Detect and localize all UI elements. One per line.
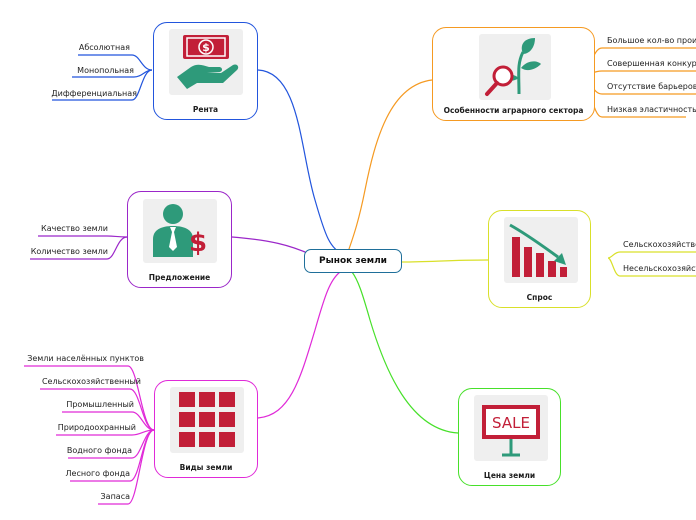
node-rent-title: Рента (192, 105, 219, 114)
supply-item-1[interactable]: Качество земли (41, 224, 108, 233)
agro-item-2[interactable]: Совершенная конкур (607, 59, 696, 68)
businessman-dollar-icon: $ (153, 204, 207, 258)
kinds-item-4[interactable]: Природоохранный (57, 423, 136, 432)
sale-sign-icon: SALE (482, 405, 540, 457)
branch-supply (231, 236, 313, 256)
node-demand-title: Спрос (526, 293, 553, 302)
agro-item-4[interactable]: Низкая эластичность (607, 105, 696, 114)
kinds-item-5[interactable]: Водного фонда (66, 446, 132, 455)
grid-icon (179, 392, 235, 447)
central-topic[interactable]: Рынок земли (304, 249, 402, 273)
node-kinds[interactable]: Виды земли (154, 380, 258, 478)
hand-money-icon: $ (177, 35, 239, 89)
branch-kinds (257, 271, 341, 419)
node-kinds-title: Виды земли (179, 463, 233, 472)
branch-rent (257, 69, 346, 256)
svg-text:$: $ (189, 228, 207, 258)
kinds-item-2[interactable]: Сельскохозяйственный (41, 377, 141, 386)
node-price-title: Цена земли (483, 471, 536, 480)
plant-magnifier-icon (485, 38, 541, 96)
node-price[interactable]: SALE Цена земли (458, 388, 561, 486)
rent-item-2[interactable]: Монопольная (77, 66, 134, 75)
demand-item-1[interactable]: Сельскохозяйстве (623, 240, 696, 249)
node-supply[interactable]: $ Предложение (127, 191, 232, 288)
sale-sign-text: SALE (492, 414, 530, 432)
node-agro[interactable]: Особенности аграрного сектора (432, 27, 595, 121)
kinds-item-7[interactable]: Запаса (100, 492, 130, 501)
kinds-item-6[interactable]: Лесного фонда (65, 469, 131, 478)
branch-price (351, 271, 459, 434)
supply-item-2[interactable]: Количество земли (30, 247, 108, 256)
node-supply-title: Предложение (148, 273, 211, 282)
kinds-item-3[interactable]: Промышленный (66, 400, 134, 409)
node-rent[interactable]: $ Рента (153, 22, 258, 120)
demand-item-2[interactable]: Несельскохозяйст (623, 264, 696, 273)
branch-demand (401, 259, 489, 263)
agro-item-1[interactable]: Большое кол-во прои (607, 36, 696, 45)
agro-item-3[interactable]: Отсутствие барьеров (607, 82, 696, 91)
kinds-item-1[interactable]: Земли населённых пунктов (27, 354, 144, 363)
node-demand[interactable]: Спрос (488, 210, 591, 308)
branch-agro (347, 79, 433, 253)
falling-chart-icon (509, 223, 567, 277)
svg-text:$: $ (202, 41, 210, 54)
rent-item-3[interactable]: Дифференциальная (51, 89, 137, 98)
node-agro-title: Особенности аграрного сектора (443, 106, 584, 115)
rent-item-1[interactable]: Абсолютная (78, 43, 130, 52)
